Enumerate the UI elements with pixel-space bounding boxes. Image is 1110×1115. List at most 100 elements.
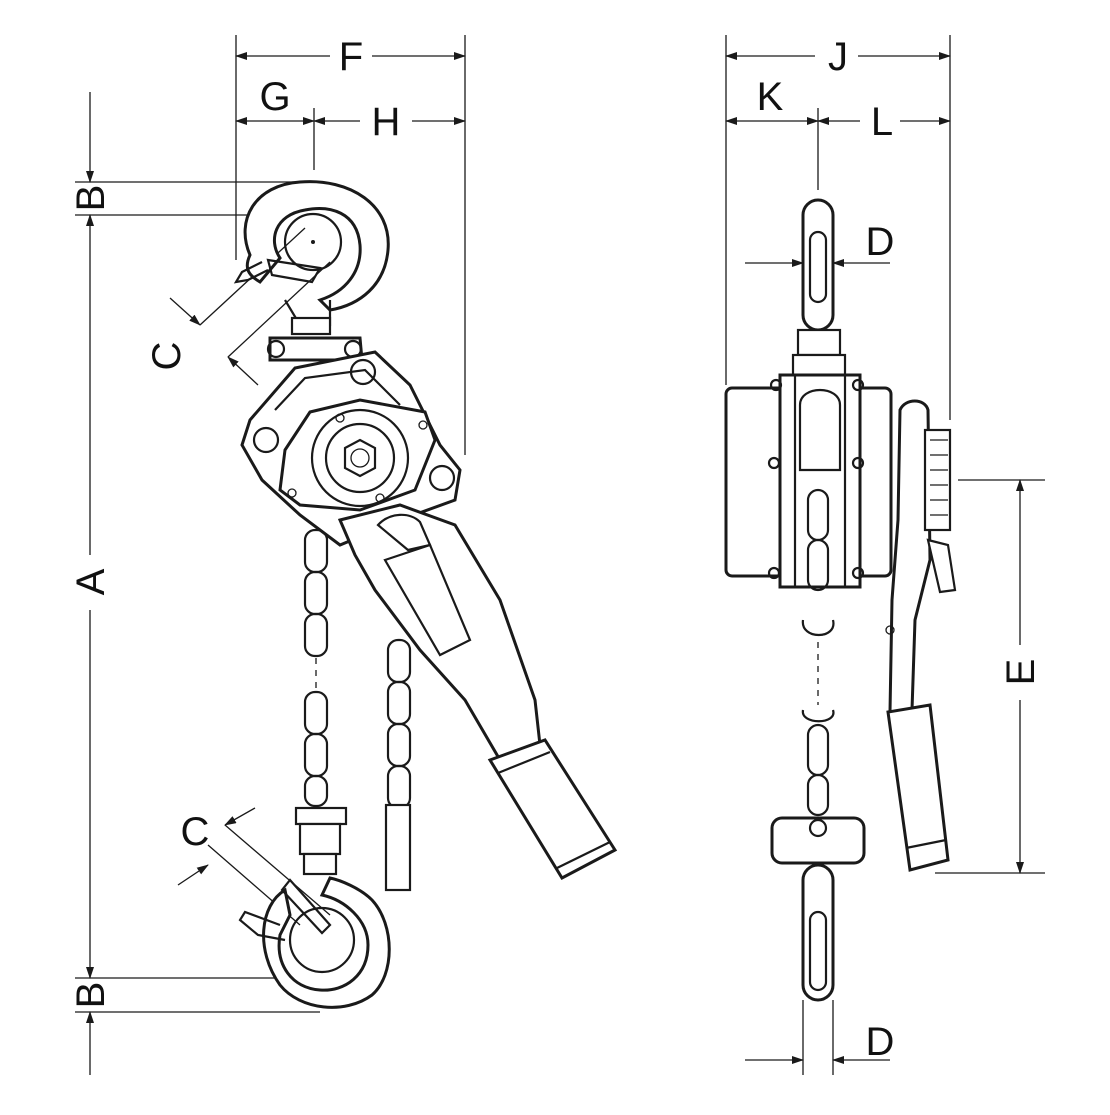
lever-grip: [487, 738, 618, 880]
chain-end-stop: [384, 803, 412, 892]
label-b-bottom: B: [69, 982, 113, 1009]
chain-link: [806, 773, 830, 817]
bolt: [769, 378, 783, 392]
pawl: [926, 538, 957, 594]
chain-link-half: [801, 619, 835, 636]
sheave: [798, 389, 842, 472]
hook-front-swivel: [796, 328, 842, 357]
chain-link: [303, 690, 329, 736]
body-nut: [252, 426, 280, 454]
bolt: [767, 456, 781, 470]
hex-nut: [343, 438, 377, 478]
bolt: [851, 566, 865, 580]
center-plate: [793, 373, 847, 589]
grip-ring: [497, 750, 551, 775]
load-chain: [303, 528, 329, 808]
hook-swivel-block: [294, 806, 348, 826]
top-hook-front: [791, 198, 847, 379]
lever-hoist-front-view: [724, 198, 957, 1002]
bolt: [851, 456, 865, 470]
chain-link: [386, 638, 412, 684]
hook-latch: [266, 258, 322, 284]
center-frame: [778, 373, 862, 589]
hook-latch-tip: [233, 261, 269, 284]
bolt: [767, 566, 781, 580]
label-g: G: [259, 75, 290, 119]
gear-inner: [324, 422, 396, 494]
lever-front: [885, 399, 957, 872]
hook-front-body: [801, 863, 835, 1002]
hook-front-slot: [808, 910, 828, 992]
lever-arm: [337, 503, 542, 762]
lever-front-arm: [888, 399, 932, 714]
hoist-body: [240, 350, 462, 547]
ratchet: [923, 428, 952, 532]
chain-link: [303, 612, 329, 658]
body-nut: [428, 464, 456, 492]
extension-line: [227, 261, 331, 358]
chain-link: [303, 732, 329, 778]
label-d-top: D: [866, 220, 895, 264]
hook-eye: [283, 212, 343, 272]
chain-link: [303, 570, 329, 616]
chain-link: [386, 764, 412, 810]
hook-swivel: [298, 822, 342, 856]
chain-link-half: [801, 709, 835, 723]
label-a: A: [69, 568, 113, 595]
label-f: F: [339, 35, 363, 79]
chain-link: [386, 680, 412, 726]
bolt: [851, 378, 865, 392]
dimension-c-top-a: [169, 297, 201, 326]
label-c-bottom: C: [181, 810, 210, 854]
chain-link: [303, 774, 329, 808]
chain-link: [386, 722, 412, 768]
hook-front-body: [801, 198, 835, 332]
chain-link: [806, 723, 830, 777]
slack-chain: [384, 638, 412, 892]
hook-center: [311, 240, 315, 244]
dimension-c-bottom-a: [224, 807, 256, 826]
label-b-top: B: [69, 185, 113, 212]
label-e: E: [999, 659, 1043, 686]
dimension-c-bottom-b: [177, 864, 209, 886]
dimension-c-top-b: [227, 356, 259, 386]
hook-front-slot: [808, 230, 828, 304]
extension-line: [224, 824, 331, 916]
bracket-nut: [266, 339, 286, 359]
hook-latch: [280, 878, 332, 935]
label-d-bottom: D: [866, 1020, 895, 1064]
label-k: K: [757, 75, 784, 119]
rivet: [287, 488, 297, 498]
dimension-lines-side-view: [75, 35, 466, 1075]
rivet: [885, 625, 895, 635]
bottom-hook: [238, 806, 391, 1009]
gear-wheel: [310, 408, 410, 508]
label-l: L: [871, 100, 893, 144]
dimension-labels: F G H B A B C C J K L D D E: [69, 35, 1043, 1064]
rivet: [335, 413, 345, 423]
hook-latch-tip: [238, 910, 286, 942]
chain-link: [303, 528, 329, 574]
grip-ring: [905, 838, 947, 850]
body-nut: [349, 358, 377, 386]
grip-ring: [556, 841, 611, 869]
hook-collar: [302, 852, 338, 876]
hook-collar: [290, 316, 332, 336]
lever-keyhole: [376, 513, 432, 552]
bottom-hook-front: [770, 816, 866, 1002]
lever-hoist-side-view: [233, 180, 618, 1009]
hook-front-block: [770, 816, 866, 865]
load-chain-front: [801, 488, 835, 817]
hook-front-swivel: [808, 818, 828, 838]
hook-body: [262, 876, 391, 1009]
hook-body: [243, 180, 390, 312]
label-j: J: [828, 35, 848, 79]
rivet: [375, 493, 385, 503]
hook-eye: [288, 906, 356, 974]
label-c-top: C: [145, 342, 189, 371]
rivet: [418, 420, 428, 430]
side-cover-left: [724, 386, 786, 578]
top-hook: [233, 180, 390, 336]
